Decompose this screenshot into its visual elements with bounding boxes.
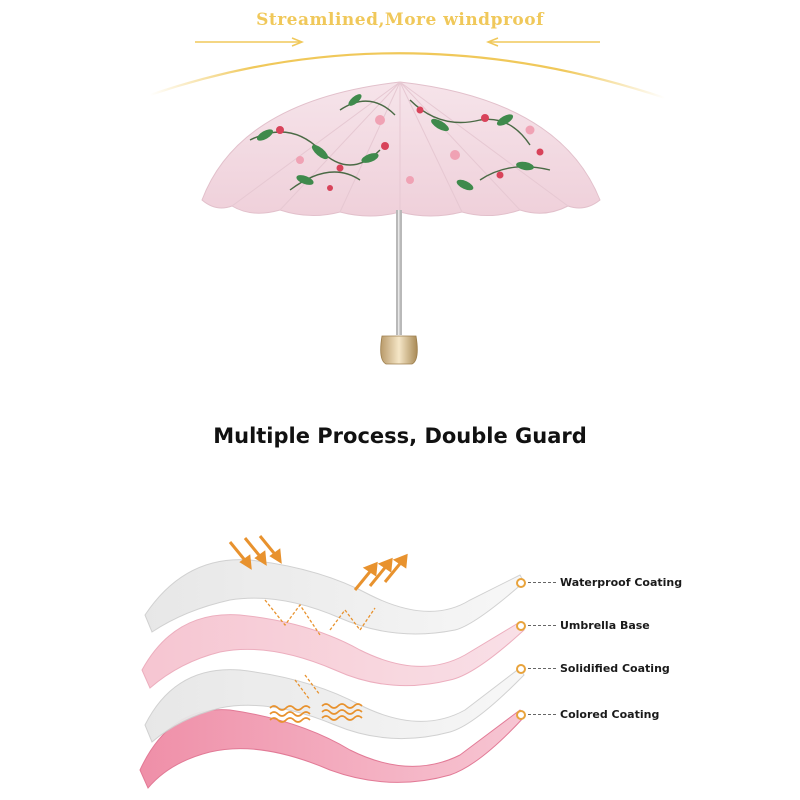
umbrella-base-label: Umbrella Base — [528, 619, 650, 632]
umbrella-image — [201, 81, 601, 365]
layer-diagram — [139, 535, 526, 789]
left-wind-arrow-icon — [195, 37, 305, 47]
waterproof-coating-marker-icon — [516, 578, 526, 588]
umbrella-base-layer — [141, 614, 525, 689]
banner-text: Streamlined,More windproof — [256, 10, 544, 30]
colored-coating-layer — [139, 709, 526, 789]
solidified-coating-marker-icon — [516, 664, 526, 674]
wind-arc-graphic — [149, 37, 666, 100]
right-wind-arrow-icon — [485, 37, 600, 47]
waterproof-coating-label: Waterproof Coating — [528, 576, 682, 589]
waterproof-coating-layer — [144, 559, 525, 635]
orange-arrow-icon — [228, 535, 408, 591]
colored-coating-label: Colored Coating — [528, 708, 659, 721]
heat-wave-icon — [269, 703, 363, 723]
section-heading: Multiple Process, Double Guard — [213, 424, 587, 448]
umbrella-base-marker-icon — [516, 621, 526, 631]
solidified-coating-layer — [144, 667, 525, 743]
solidified-coating-label: Solidified Coating — [528, 662, 670, 675]
colored-coating-marker-icon — [516, 710, 526, 720]
